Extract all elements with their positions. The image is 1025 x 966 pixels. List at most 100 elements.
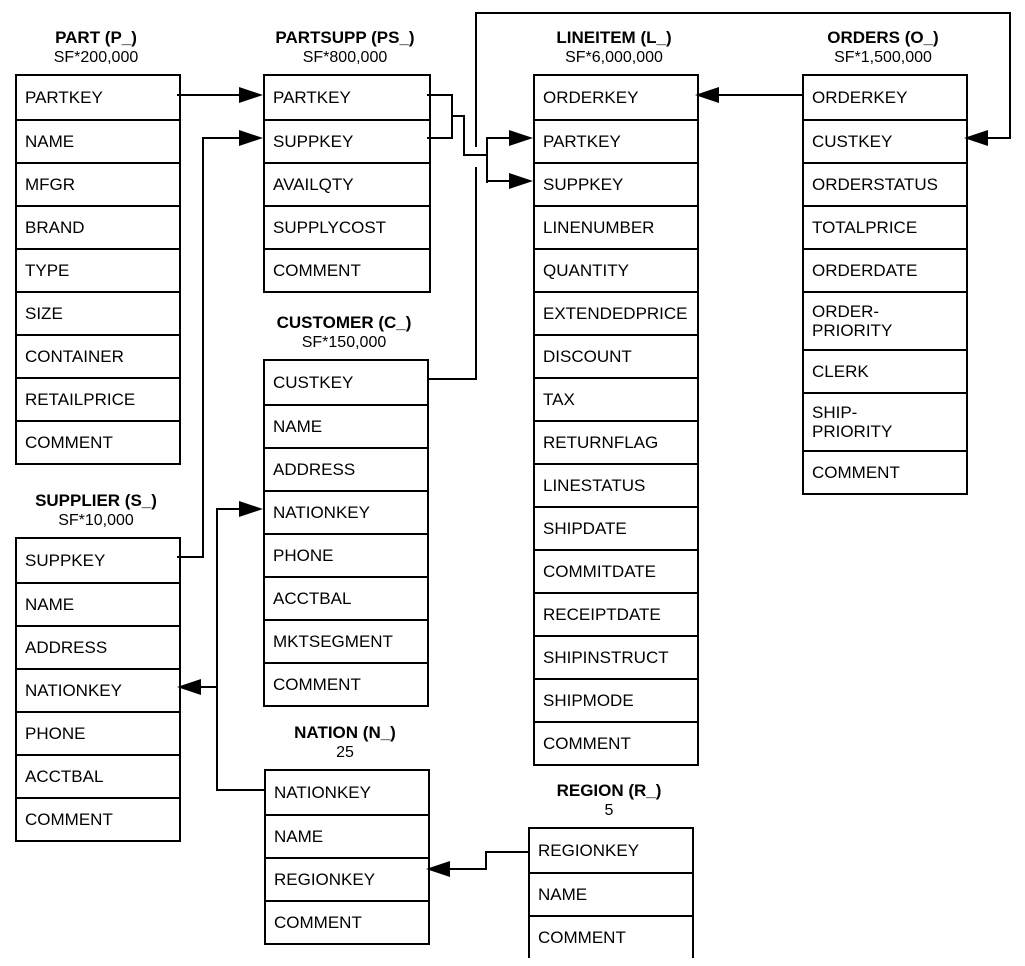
table-cardinality: SF*150,000	[301, 334, 387, 351]
table-row: REGIONKEY	[266, 857, 428, 900]
column-label: COMMENT	[812, 463, 900, 482]
table-header-nation: NATION (N_) 25	[265, 722, 425, 762]
column-label: SHIPDATE	[543, 519, 627, 538]
table-title: SUPPLIER (S_)	[35, 491, 157, 510]
table-cardinality: SF*6,000,000	[565, 49, 663, 66]
column-label: PHONE	[273, 546, 334, 565]
table-row: SUPPKEY	[17, 539, 179, 582]
table-row: MFGR	[17, 162, 179, 205]
table-row: NATIONKEY	[17, 668, 179, 711]
column-label: BRAND	[25, 218, 85, 237]
table-header-region: REGION (R_) 5	[529, 780, 689, 820]
line-segment	[475, 12, 477, 147]
table-title: LINEITEM (L_)	[556, 28, 672, 47]
column-label: SUPPKEY	[273, 132, 354, 151]
table-header-supplier: SUPPLIER (S_) SF*10,000	[16, 490, 176, 530]
table-row: NAME	[266, 814, 428, 857]
table-title: REGION (R_)	[556, 781, 662, 800]
column-label: RETAILPRICE	[25, 390, 136, 409]
column-label: DISCOUNT	[543, 347, 632, 366]
line-segment	[486, 137, 509, 139]
line-segment	[485, 851, 487, 870]
table-row: SUPPLYCOST	[265, 205, 429, 248]
column-label: TAX	[543, 390, 575, 409]
table-cardinality: SF*200,000	[53, 49, 139, 66]
column-label: NAME	[273, 417, 323, 436]
arrowhead-left-icon	[426, 861, 450, 877]
column-label: EXTENDEDPRICE	[543, 304, 688, 323]
column-label: SHIPINSTRUCT	[543, 648, 669, 667]
column-label: RECEIPTDATE	[543, 605, 661, 624]
column-label: SUPPKEY	[25, 551, 106, 570]
table-row: ORDERDATE	[804, 248, 966, 291]
column-label: NATIONKEY	[25, 681, 122, 700]
column-label: TOTALPRICE	[812, 218, 918, 237]
column-label: ORDERDATE	[812, 261, 918, 280]
line-segment	[486, 180, 509, 182]
table-cardinality: SF*800,000	[302, 49, 388, 66]
table-header-lineitem: LINEITEM (L_) SF*6,000,000	[534, 27, 694, 67]
column-label: COMMENT	[25, 810, 113, 829]
table-row: CUSTKEY	[265, 361, 427, 404]
column-label: SUPPLYCOST	[273, 218, 387, 237]
column-label: LINESTATUS	[543, 476, 646, 495]
line-segment	[427, 137, 453, 139]
table-row: ORDERKEY	[535, 76, 697, 119]
column-label: COMMITDATE	[543, 562, 657, 581]
column-label: AVAILQTY	[273, 175, 354, 194]
column-label: ORDER- PRIORITY	[812, 302, 893, 340]
arrowhead-right-icon	[239, 501, 263, 517]
column-label: PHONE	[25, 724, 86, 743]
column-label: ACCTBAL	[273, 589, 352, 608]
column-label: NATIONKEY	[274, 783, 371, 802]
column-label: COMMENT	[273, 261, 361, 280]
column-label: PARTKEY	[25, 88, 103, 107]
line-segment	[177, 556, 204, 558]
column-label: CONTAINER	[25, 347, 124, 366]
column-label: PARTKEY	[273, 88, 351, 107]
column-label: QUANTITY	[543, 261, 629, 280]
table-row: SUPPKEY	[535, 162, 697, 205]
table-header-customer: CUSTOMER (C_) SF*150,000	[264, 312, 424, 352]
line-segment	[450, 868, 487, 870]
table-row: PHONE	[17, 711, 179, 754]
column-label: SHIP- PRIORITY	[812, 403, 893, 441]
table-partsupp: PARTKEY SUPPKEY AVAILQTY SUPPLYCOST COMMENT	[263, 74, 431, 293]
column-label: ADDRESS	[273, 460, 356, 479]
table-row: TOTALPRICE	[804, 205, 966, 248]
table-row: ADDRESS	[17, 625, 179, 668]
column-label: COMMENT	[25, 433, 113, 452]
table-row: MKTSEGMENT	[265, 619, 427, 662]
arrowhead-left-icon	[964, 130, 988, 146]
line-segment	[216, 508, 218, 791]
table-row: SHIPINSTRUCT	[535, 635, 697, 678]
table-row: COMMENT	[265, 248, 429, 291]
table-cardinality: SF*10,000	[58, 512, 134, 529]
arrowhead-right-icon	[239, 130, 263, 146]
table-row: QUANTITY	[535, 248, 697, 291]
table-row: RETAILPRICE	[17, 377, 179, 420]
line-segment	[201, 686, 218, 688]
arrowhead-left-icon	[695, 87, 719, 103]
column-label: REGIONKEY	[538, 841, 640, 860]
column-label: RETURNFLAG	[543, 433, 659, 452]
table-row: COMMENT	[265, 662, 427, 705]
table-cardinality: 25	[336, 744, 354, 761]
table-title: ORDERS (O_)	[827, 28, 939, 47]
table-row: LINENUMBER	[535, 205, 697, 248]
line-segment	[475, 12, 1011, 14]
line-segment	[202, 137, 239, 139]
table-row: RECEIPTDATE	[535, 592, 697, 635]
column-label: ORDERKEY	[543, 88, 639, 107]
table-row: COMMENT	[804, 450, 966, 493]
table-row: NAME	[265, 404, 427, 447]
table-cardinality: 5	[604, 802, 614, 819]
column-label: TYPE	[25, 261, 70, 280]
